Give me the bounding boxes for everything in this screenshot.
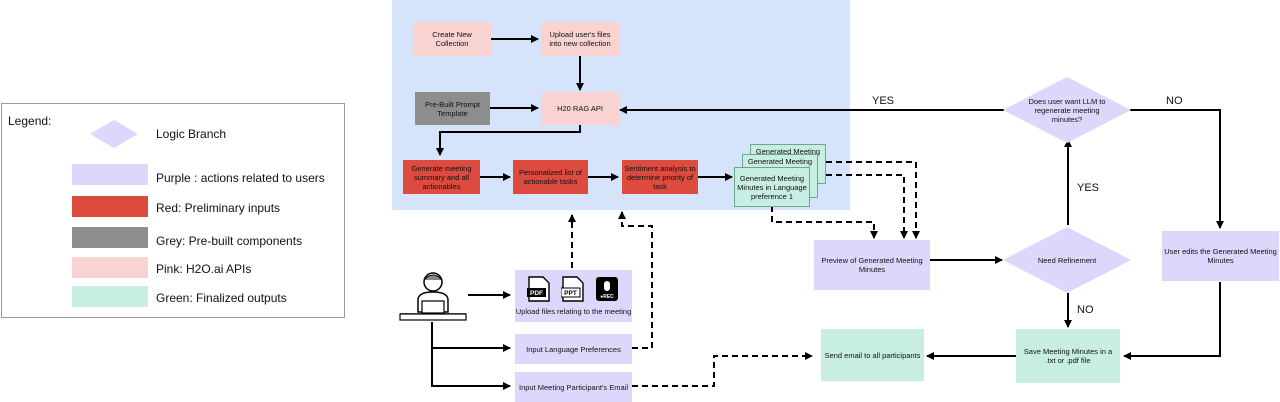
sentiment-analysis-node: Sentiment analysis to determine priority…: [622, 160, 698, 194]
no-label-refinement: NO: [1077, 304, 1094, 316]
need-refinement-diamond: [1003, 227, 1131, 293]
legend-label-grey: Grey: Pre-built components: [156, 234, 303, 248]
create-collection-node: Create New Collection: [413, 22, 491, 56]
legend-diamond-swatch: [90, 120, 138, 148]
legend-label-purple: Purple : actions related to users: [156, 171, 325, 185]
yes-label-refinement: YES: [1077, 182, 1100, 194]
legend-title: Legend:: [8, 114, 52, 128]
ppt-file-icon: PPT: [561, 276, 584, 302]
legend-box: Legend: Logic Branch Purple : actions re…: [1, 103, 345, 318]
generated-minutes-card-1: Generated Meeting Minutes in Language pr…: [734, 167, 810, 207]
generate-summary-node: Generate meeting summary and all actiona…: [403, 160, 480, 194]
legend-swatch-green: [72, 286, 148, 307]
yes-label-regenerate: YES: [872, 95, 895, 107]
input-language-node: Input Language Preferences: [515, 334, 632, 364]
input-emails-node: Input Meeting Participant's Email: [515, 372, 632, 402]
prompt-template-node: Pre-Built Prompt Template: [415, 92, 490, 125]
personalized-list-node: Personalized list of actionable tasks: [513, 160, 588, 194]
legend-swatch-red: [72, 196, 148, 217]
rag-api-node: H20 RAG API: [541, 92, 619, 125]
regenerate-decision-label: Does user want LLM to regenerate meeting…: [1028, 96, 1106, 124]
upload-meeting-files-label: Upload files relating to the meeting: [515, 307, 632, 316]
legend-label-green: Green: Finalized outputs: [156, 291, 287, 305]
no-label-regenerate: NO: [1166, 95, 1183, 107]
ppt-icon-label: PPT: [564, 290, 577, 297]
preview-minutes-node: Preview of Generated Meeting Minutes: [814, 240, 930, 290]
recording-file-icon: ●REC: [596, 277, 618, 301]
upload-into-collection-node: Upload user's files into new collection: [541, 22, 619, 56]
pdf-file-icon: PDF: [527, 276, 550, 302]
user-at-laptop-icon: [399, 272, 467, 321]
regenerate-decision-diamond: [1003, 77, 1131, 143]
user-edits-node: User edits the Generated Meeting Minutes: [1162, 231, 1279, 281]
legend-label-logic-branch: Logic Branch: [156, 127, 227, 141]
legend-label-pink: Pink: H2O.ai APIs: [156, 262, 252, 276]
need-refinement-label: Need Refinement: [1037, 255, 1097, 265]
pdf-icon-label: PDF: [530, 290, 543, 297]
legend-swatch-pink: [72, 257, 148, 278]
save-minutes-node: Save Meeting Minutes in a .txt or .pdf f…: [1016, 329, 1120, 383]
upload-meeting-files-node: PDF PPT ●REC Upload files relating to th…: [515, 270, 632, 322]
rec-icon-label: ●REC: [600, 294, 614, 300]
send-email-node: Send email to all participants: [821, 329, 924, 381]
legend-swatch-purple: [72, 164, 148, 185]
legend-swatch-grey: [72, 227, 148, 248]
legend-label-red: Red: Preliminary inputs: [156, 201, 281, 215]
